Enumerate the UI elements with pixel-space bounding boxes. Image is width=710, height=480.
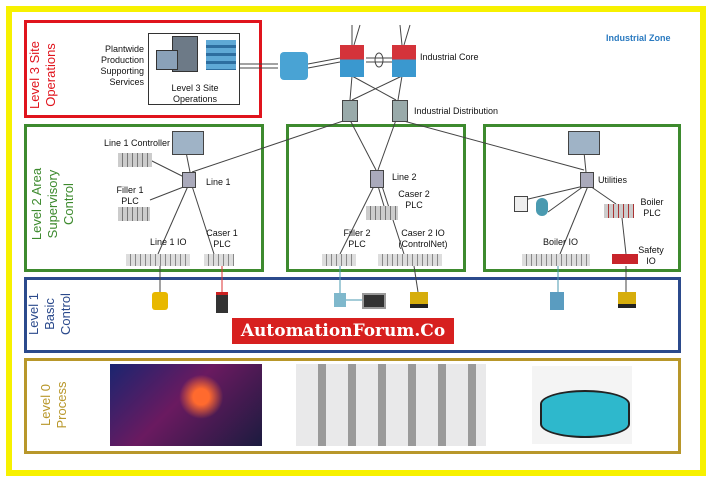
bottling-line-image — [296, 364, 486, 446]
caser2-io-label: Caser 2 IO(ControlNet) — [398, 228, 448, 249]
level2-box-middle — [286, 124, 466, 272]
line1-io-icon — [126, 254, 190, 266]
motor-icon — [334, 293, 346, 307]
safety-sensor-icon — [618, 292, 636, 308]
level0-box — [24, 358, 681, 454]
meter-icon — [514, 196, 528, 212]
utilities-label: Utilities — [598, 175, 628, 185]
tank-body-icon — [540, 390, 630, 438]
industrial-core-label: Industrial Core — [420, 52, 479, 62]
distribution-switch-left-icon — [342, 100, 358, 122]
boiler-io-icon — [522, 254, 590, 266]
industrial-distribution-label: Industrial Distribution — [414, 106, 499, 116]
caser1-plc-icon — [204, 254, 234, 266]
caser2-io-icon — [378, 254, 442, 266]
level2-box-left — [24, 124, 264, 272]
watermark-text: AutomationForum.Co — [240, 321, 446, 341]
filler1-plc-icon — [118, 207, 150, 221]
controller-rack-icon — [118, 153, 152, 167]
boiler-io-label: Boiler IO — [543, 237, 579, 247]
site-operations-box — [148, 33, 240, 105]
line1-label: Line 1 — [206, 177, 231, 187]
utilities-hmi-icon — [568, 131, 600, 155]
line1-switch-icon — [182, 172, 196, 188]
caser2-plc-icon — [366, 206, 398, 220]
operator-panel-icon — [362, 293, 386, 309]
valve-icon — [550, 292, 564, 310]
industrial-zone-label: Industrial Zone — [606, 33, 671, 43]
robot-arm-icon — [152, 292, 168, 310]
line1-controller-label: Line 1 Controller — [104, 138, 171, 148]
line2-label: Line 2 — [392, 172, 417, 182]
line1-io-label: Line 1 IO — [150, 237, 187, 247]
welding-robots-image — [110, 364, 262, 446]
safety-io-icon — [612, 254, 638, 264]
distribution-switch-right-icon — [392, 100, 408, 122]
drive-icon — [216, 292, 228, 313]
filler2-plc-icon — [322, 254, 356, 266]
core-switch-right-icon — [392, 45, 416, 77]
line2-switch-icon — [370, 170, 384, 188]
utilities-switch-icon — [580, 172, 594, 188]
switch-stack-icon — [206, 40, 236, 70]
hmi-panel-icon — [172, 131, 204, 155]
transmitter-icon — [536, 198, 548, 216]
watermark-banner — [232, 318, 454, 344]
level2-box-right — [483, 124, 681, 272]
level1-box — [24, 277, 681, 353]
level3-box — [24, 20, 262, 118]
workstation-icon — [156, 50, 178, 70]
boiler-plc-icon — [604, 204, 634, 218]
firewall-switch-icon — [280, 52, 308, 80]
core-switch-left-icon — [340, 45, 364, 77]
sensor-icon — [410, 292, 428, 308]
